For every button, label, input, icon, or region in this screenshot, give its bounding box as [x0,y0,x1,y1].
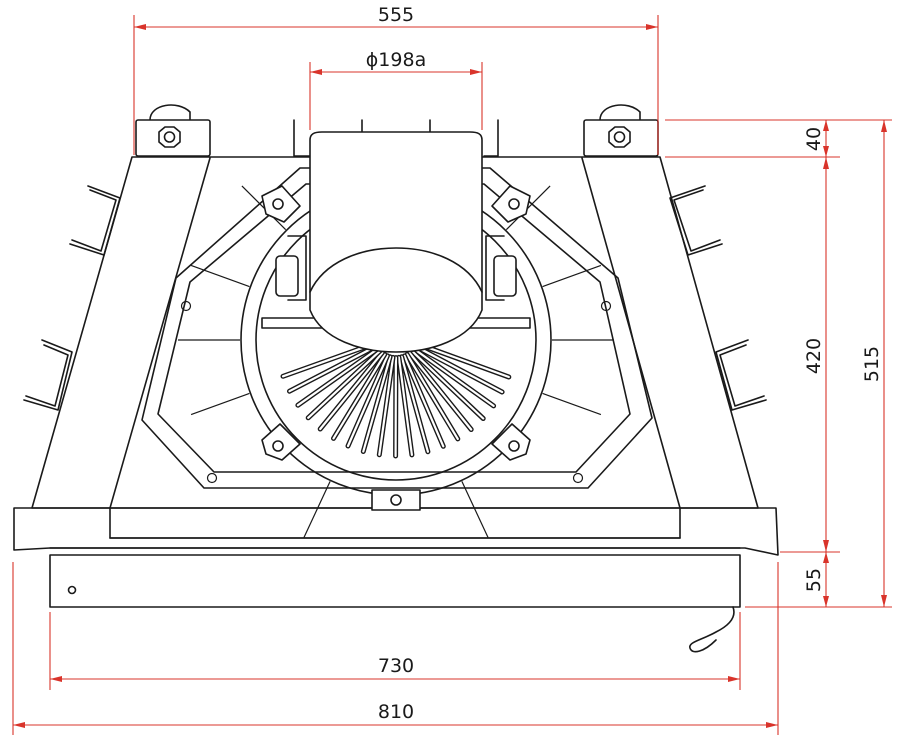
base-box [49,554,741,653]
frame-spoke [303,481,331,538]
impeller-blade-inner [307,349,382,419]
impeller-blade-inner [281,342,377,378]
outlet-duct [293,119,499,353]
impeller-blades [280,340,512,459]
impeller-blade-inner [415,342,510,379]
left-mount-bracket [135,104,211,157]
dim-outlet-diameter: ϕ198a [366,49,426,71]
dim-body-height: 420 [803,338,825,374]
dimension-lines [12,15,892,735]
impeller-blade-inner [410,349,485,420]
impeller-blade-inner [288,344,378,393]
frame-spoke [542,264,602,288]
bottom-flange [13,507,779,556]
dimension-labels: 555 ϕ198a 40 420 515 55 730 810 [366,4,883,723]
right-mount-bracket [583,104,659,157]
dim-bracket-height: 40 [803,127,825,151]
impeller-blade-inner [412,347,495,407]
impeller-blade-inner [397,356,413,456]
dim-base-height: 55 [803,568,825,592]
impeller-blade-inner [378,356,395,456]
dim-total-height: 515 [861,346,883,382]
dim-overall-width: 810 [378,701,414,723]
impeller-blade-inner [414,345,504,394]
impeller-blade-inner [408,351,473,431]
impeller-blade-inner [296,347,380,407]
frame-spoke [461,481,489,538]
impeller-blade-inner [332,353,386,440]
impeller-blade-inner [362,355,392,453]
frame-spoke [190,264,250,288]
right-hanger-rods [669,185,767,411]
frame-spoke [190,392,250,416]
dim-top-width: 555 [378,4,414,26]
impeller-blade-inner [319,351,384,431]
impeller-blade-inner [406,353,459,440]
left-hanger-rods [23,185,121,411]
frame-spoke [241,185,287,231]
impeller-blade-inner [346,354,389,448]
impeller-blade-inner [403,354,445,448]
frame-spoke [542,392,602,416]
dim-base-width: 730 [378,655,414,677]
impeller-blade-inner [400,355,429,453]
octagonal-frame [141,167,653,489]
frame-spoke [505,185,551,231]
